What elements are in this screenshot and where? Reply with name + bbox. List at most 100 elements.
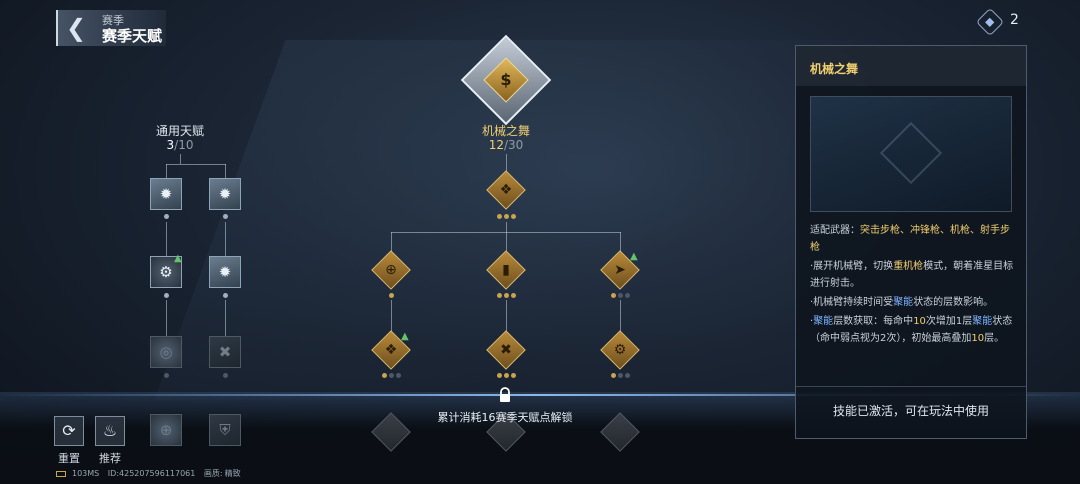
gun-icon: ➤ [614, 262, 626, 278]
talent-emblem-icon [879, 121, 943, 185]
description-line: ·聚能层数获取：每命中10次增加1层聚能状态（命中弱点视为2次），初始最高叠加1… [810, 316, 1013, 344]
talent-status-text: 技能已激活，可在玩法中使用 [832, 404, 989, 418]
quality-label: 画质: [203, 469, 223, 478]
general-talent-node-locked[interactable]: ✖ [209, 336, 241, 368]
tree-connector [225, 164, 226, 178]
node-level-dot [511, 373, 516, 378]
node-level-dot [611, 373, 616, 378]
node-level-dot [504, 293, 509, 298]
general-talent-node[interactable]: ✹ [209, 178, 241, 210]
tree-connector [180, 154, 181, 164]
node-level-dot [504, 214, 509, 219]
node-level-dot [618, 293, 623, 298]
breadcrumb: 赛季 [102, 14, 124, 27]
crossed-guns-icon: ✖ [500, 342, 512, 358]
tree-connector [620, 232, 621, 254]
shield-icon: ⛨ [219, 421, 231, 439]
mech-tree-label: 机械之舞 [481, 124, 530, 138]
reset-button[interactable]: ⟳ [54, 416, 84, 446]
burst-icon: ✹ [218, 263, 232, 281]
ammo-icon: ▮ [502, 262, 510, 278]
page-title: 赛季天赋 [102, 27, 163, 45]
node-level-dot [618, 373, 623, 378]
node-level-dot [511, 214, 516, 219]
panel-divider [796, 386, 1026, 387]
talent-description[interactable]: 适配武器：突击步枪、冲锋枪、机枪、射手步枪 ·展开机械臂，切换重机枪模式，朝着准… [810, 222, 1016, 372]
node-level-dot [625, 293, 630, 298]
weapons-line: 适配武器：突击步枪、冲锋枪、机枪、射手步枪 [810, 225, 1010, 253]
recommend-label: 推荐 [99, 452, 121, 465]
general-talent-node-locked[interactable]: ⛨ [209, 414, 241, 446]
talent-point-counter: ◆ 2 [975, 7, 1036, 37]
node-level-dot [511, 293, 516, 298]
mech-gun-icon: ❖ [499, 182, 513, 198]
mech-gun-icon: ❖ [384, 342, 398, 358]
general-tree-count: 3/10 [166, 138, 194, 152]
unlock-requirement-text: 累计消耗16赛季天赋点解锁 [437, 411, 573, 424]
node-level-dot [223, 373, 228, 378]
burst-icon: ✹ [159, 185, 173, 203]
lock-icon [500, 387, 510, 402]
description-line: ·展开机械臂，切换重机枪模式，朝着准星目标进行射击。 [810, 261, 1014, 289]
general-talent-node[interactable]: ✹ [150, 178, 182, 210]
node-level-dot [611, 293, 616, 298]
ping-value: 103MS [72, 469, 100, 478]
quality-value: 精致 [224, 469, 241, 478]
panel-header: 机械之舞 [796, 46, 1026, 86]
panel-title: 机械之舞 [810, 62, 859, 76]
upgrade-arrow-icon: ▲ [401, 331, 409, 342]
tree-connector [225, 222, 226, 256]
talent-preview-image [810, 96, 1012, 212]
node-level-dot [497, 373, 502, 378]
upgrade-arrow-icon: ▲ [174, 253, 182, 264]
general-talent-node-locked[interactable]: ◎ [150, 336, 182, 368]
general-talent-node[interactable]: ⚙ [150, 256, 182, 288]
flame-icon: ♨ [102, 421, 118, 440]
tree-connector [225, 300, 226, 336]
general-talent-node-locked[interactable]: ⊕ [150, 414, 182, 446]
node-level-dot [389, 373, 394, 378]
node-level-dot [389, 293, 394, 298]
node-level-dot [396, 373, 401, 378]
talent-point-value: 2 [1010, 12, 1019, 28]
player-id: ID:4252075961170​61 [107, 469, 196, 478]
ring-icon: ◎ [159, 343, 173, 361]
tree-connector [166, 222, 167, 256]
crosshair-icon: ⊕ [385, 262, 397, 278]
tree-connector [391, 300, 392, 336]
reset-label: 重置 [58, 452, 80, 465]
status-bar: 103MS ID:4252075961170​61 画质:精致 [56, 468, 247, 479]
talent-detail-panel: 机械之舞 适配武器：突击步枪、冲锋枪、机枪、射手步枪 ·展开机械臂，切换重机枪模… [795, 45, 1027, 439]
node-level-dot [164, 214, 169, 219]
tree-connector [166, 164, 167, 178]
bottom-light-line [0, 394, 1080, 396]
tree-connector [620, 300, 621, 336]
target-icon: ⊕ [159, 421, 173, 439]
crossbow-icon: ✖ [218, 343, 232, 361]
talent-point-icon: ◆ [975, 7, 1005, 37]
node-level-dot [504, 373, 509, 378]
recommend-button[interactable]: ♨ [95, 416, 125, 446]
upgrade-arrow-icon: ▲ [630, 251, 638, 262]
node-level-dot [223, 214, 228, 219]
general-tree-label: 通用天赋 [155, 124, 204, 138]
tree-connector [166, 300, 167, 336]
gear-icon: ⚙ [613, 342, 627, 358]
burst-icon: ✹ [218, 185, 232, 203]
general-talent-node[interactable]: ✹ [209, 256, 241, 288]
tree-connector [166, 164, 226, 165]
node-level-dot [164, 373, 169, 378]
tree-connector [506, 222, 507, 232]
signal-icon [56, 470, 66, 477]
node-level-dot [625, 373, 630, 378]
node-level-dot [497, 214, 502, 219]
tree-connector [506, 232, 507, 254]
tree-connector [506, 300, 507, 336]
node-level-dot [164, 293, 169, 298]
refresh-icon: ⟳ [62, 421, 76, 440]
node-level-dot [223, 293, 228, 298]
description-line: ·机械臂持续时间受聚能状态的层数影响。 [810, 297, 994, 308]
back-button[interactable]: ❮ 赛季 赛季天赋 [56, 10, 166, 46]
chevron-left-icon: ❮ [66, 14, 87, 42]
node-level-dot [497, 293, 502, 298]
